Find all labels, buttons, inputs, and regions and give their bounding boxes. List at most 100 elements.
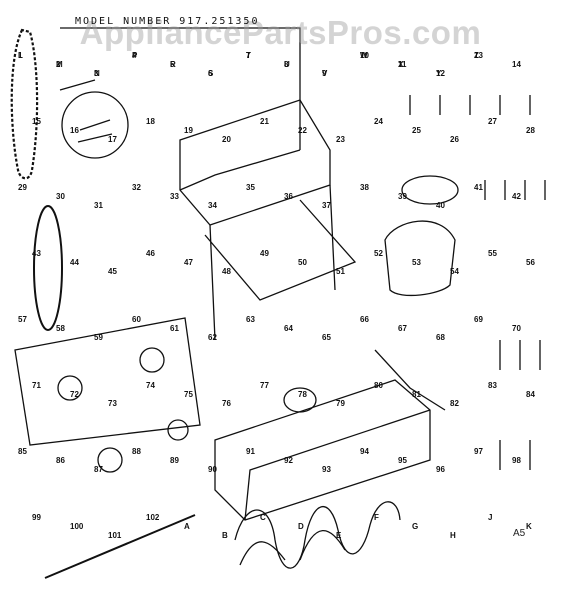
callout-B: B bbox=[222, 531, 228, 540]
callout-38: 38 bbox=[360, 183, 369, 192]
callout-77: 77 bbox=[260, 381, 269, 390]
callout-13: 13 bbox=[474, 51, 483, 60]
callout-5: 5 bbox=[170, 60, 175, 69]
callout-U: U bbox=[284, 60, 290, 69]
callout-83: 83 bbox=[488, 381, 497, 390]
callout-K: K bbox=[526, 522, 532, 531]
callout-J: J bbox=[488, 513, 492, 522]
callout-78: 78 bbox=[298, 390, 307, 399]
callout-24: 24 bbox=[374, 117, 383, 126]
callout-44: 44 bbox=[70, 258, 79, 267]
callout-60: 60 bbox=[132, 315, 141, 324]
callout-82: 82 bbox=[450, 399, 459, 408]
callout-15: 15 bbox=[32, 117, 41, 126]
callout-18: 18 bbox=[146, 117, 155, 126]
callout-8: 8 bbox=[284, 60, 289, 69]
callout-M: M bbox=[56, 60, 63, 69]
callout-7: 7 bbox=[246, 51, 251, 60]
callout-88: 88 bbox=[132, 447, 141, 456]
callout-89: 89 bbox=[170, 456, 179, 465]
callout-87: 87 bbox=[94, 465, 103, 474]
callout-90: 90 bbox=[208, 465, 217, 474]
callout-6: 6 bbox=[208, 69, 213, 78]
callout-39: 39 bbox=[398, 192, 407, 201]
callout-A: A bbox=[184, 522, 190, 531]
callout-48: 48 bbox=[222, 267, 231, 276]
callout-47: 47 bbox=[184, 258, 193, 267]
callout-62: 62 bbox=[208, 333, 217, 342]
callout-94: 94 bbox=[360, 447, 369, 456]
callout-46: 46 bbox=[146, 249, 155, 258]
callout-3: 3 bbox=[94, 69, 99, 78]
callout-76: 76 bbox=[222, 399, 231, 408]
diagram-code: A5 bbox=[513, 528, 526, 539]
callout-66: 66 bbox=[360, 315, 369, 324]
callout-49: 49 bbox=[260, 249, 269, 258]
callout-74: 74 bbox=[146, 381, 155, 390]
callout-92: 92 bbox=[284, 456, 293, 465]
callout-22: 22 bbox=[298, 126, 307, 135]
callout-T: T bbox=[246, 51, 251, 60]
callout-95: 95 bbox=[398, 456, 407, 465]
callout-55: 55 bbox=[488, 249, 497, 258]
callout-73: 73 bbox=[108, 399, 117, 408]
callout-102: 102 bbox=[146, 513, 160, 522]
callout-86: 86 bbox=[56, 456, 65, 465]
callout-14: 14 bbox=[512, 60, 521, 69]
callout-19: 19 bbox=[184, 126, 193, 135]
callout-99: 99 bbox=[32, 513, 41, 522]
callout-11: 11 bbox=[398, 60, 407, 69]
callout-96: 96 bbox=[436, 465, 445, 474]
callout-Y: Y bbox=[436, 69, 442, 78]
callout-53: 53 bbox=[412, 258, 421, 267]
callout-71: 71 bbox=[32, 381, 41, 390]
callout-80: 80 bbox=[374, 381, 383, 390]
callout-31: 31 bbox=[94, 201, 103, 210]
callout-17: 17 bbox=[108, 135, 117, 144]
callout-70: 70 bbox=[512, 324, 521, 333]
callout-R: R bbox=[170, 60, 176, 69]
callout-26: 26 bbox=[450, 135, 459, 144]
callout-23: 23 bbox=[336, 135, 345, 144]
callout-Z: Z bbox=[474, 51, 479, 60]
callout-54: 54 bbox=[450, 267, 459, 276]
callout-4: 4 bbox=[132, 51, 137, 60]
callout-56: 56 bbox=[526, 258, 535, 267]
callout-P: P bbox=[132, 51, 138, 60]
callout-V: V bbox=[322, 69, 328, 78]
callout-69: 69 bbox=[474, 315, 483, 324]
callout-10: 10 bbox=[360, 51, 369, 60]
callout-37: 37 bbox=[322, 201, 331, 210]
callout-12: 12 bbox=[436, 69, 445, 78]
callout-W: W bbox=[360, 51, 368, 60]
callout-25: 25 bbox=[412, 126, 421, 135]
callout-27: 27 bbox=[488, 117, 497, 126]
callout-61: 61 bbox=[170, 324, 179, 333]
callout-D: D bbox=[298, 522, 304, 531]
callout-50: 50 bbox=[298, 258, 307, 267]
callout-L: L bbox=[18, 51, 23, 60]
callout-F: F bbox=[374, 513, 379, 522]
callout-1: 1 bbox=[18, 51, 23, 60]
callout-X: X bbox=[398, 60, 404, 69]
callout-58: 58 bbox=[56, 324, 65, 333]
callout-G: G bbox=[412, 522, 418, 531]
callout-29: 29 bbox=[18, 183, 27, 192]
callout-72: 72 bbox=[70, 390, 79, 399]
callout-E: E bbox=[336, 531, 342, 540]
callout-45: 45 bbox=[108, 267, 117, 276]
callout-91: 91 bbox=[246, 447, 255, 456]
callout-20: 20 bbox=[222, 135, 231, 144]
callout-68: 68 bbox=[436, 333, 445, 342]
callout-34: 34 bbox=[208, 201, 217, 210]
callout-43: 43 bbox=[32, 249, 41, 258]
callout-9: 9 bbox=[322, 69, 327, 78]
callout-H: H bbox=[450, 531, 456, 540]
callout-2: 2 bbox=[56, 60, 61, 69]
callout-79: 79 bbox=[336, 399, 345, 408]
callout-84: 84 bbox=[526, 390, 535, 399]
callout-93: 93 bbox=[322, 465, 331, 474]
callout-N: N bbox=[94, 69, 100, 78]
